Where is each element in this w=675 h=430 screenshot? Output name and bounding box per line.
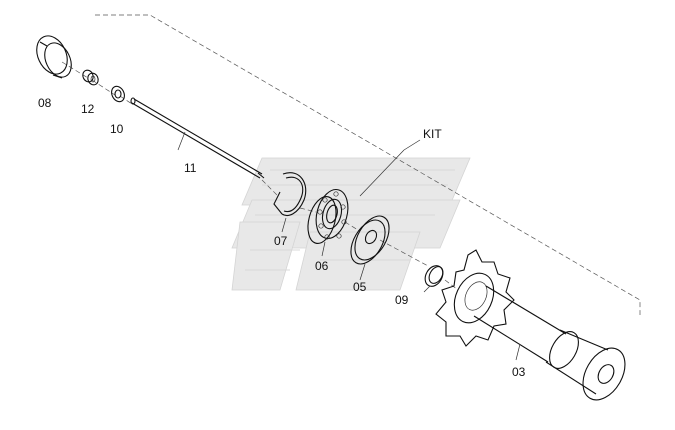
part-08-ring	[36, 35, 72, 79]
part-11-shaft-rod	[130, 97, 265, 179]
part-03-sprocket-shaft	[435, 249, 626, 401]
part-06-ball-bearing	[307, 188, 349, 257]
label-kit: KIT	[423, 127, 442, 141]
part-05-spacer-disc	[350, 215, 390, 281]
part-10-washer	[111, 85, 125, 103]
label-05: 05	[353, 280, 367, 294]
kit-leader	[359, 139, 421, 197]
assembly-axis	[61, 14, 641, 315]
label-10: 10	[110, 122, 124, 136]
label-09: 09	[395, 293, 409, 307]
label-03: 03	[512, 365, 526, 379]
label-06: 06	[315, 259, 329, 273]
label-08: 08	[38, 96, 52, 110]
part-09-retaining-ring	[423, 265, 444, 293]
watermark-logo	[231, 157, 471, 291]
part-07-circlip	[273, 172, 307, 233]
label-12: 12	[81, 102, 95, 116]
part-12-bushing	[82, 69, 99, 86]
label-11: 11	[184, 161, 197, 175]
label-07: 07	[274, 234, 288, 248]
